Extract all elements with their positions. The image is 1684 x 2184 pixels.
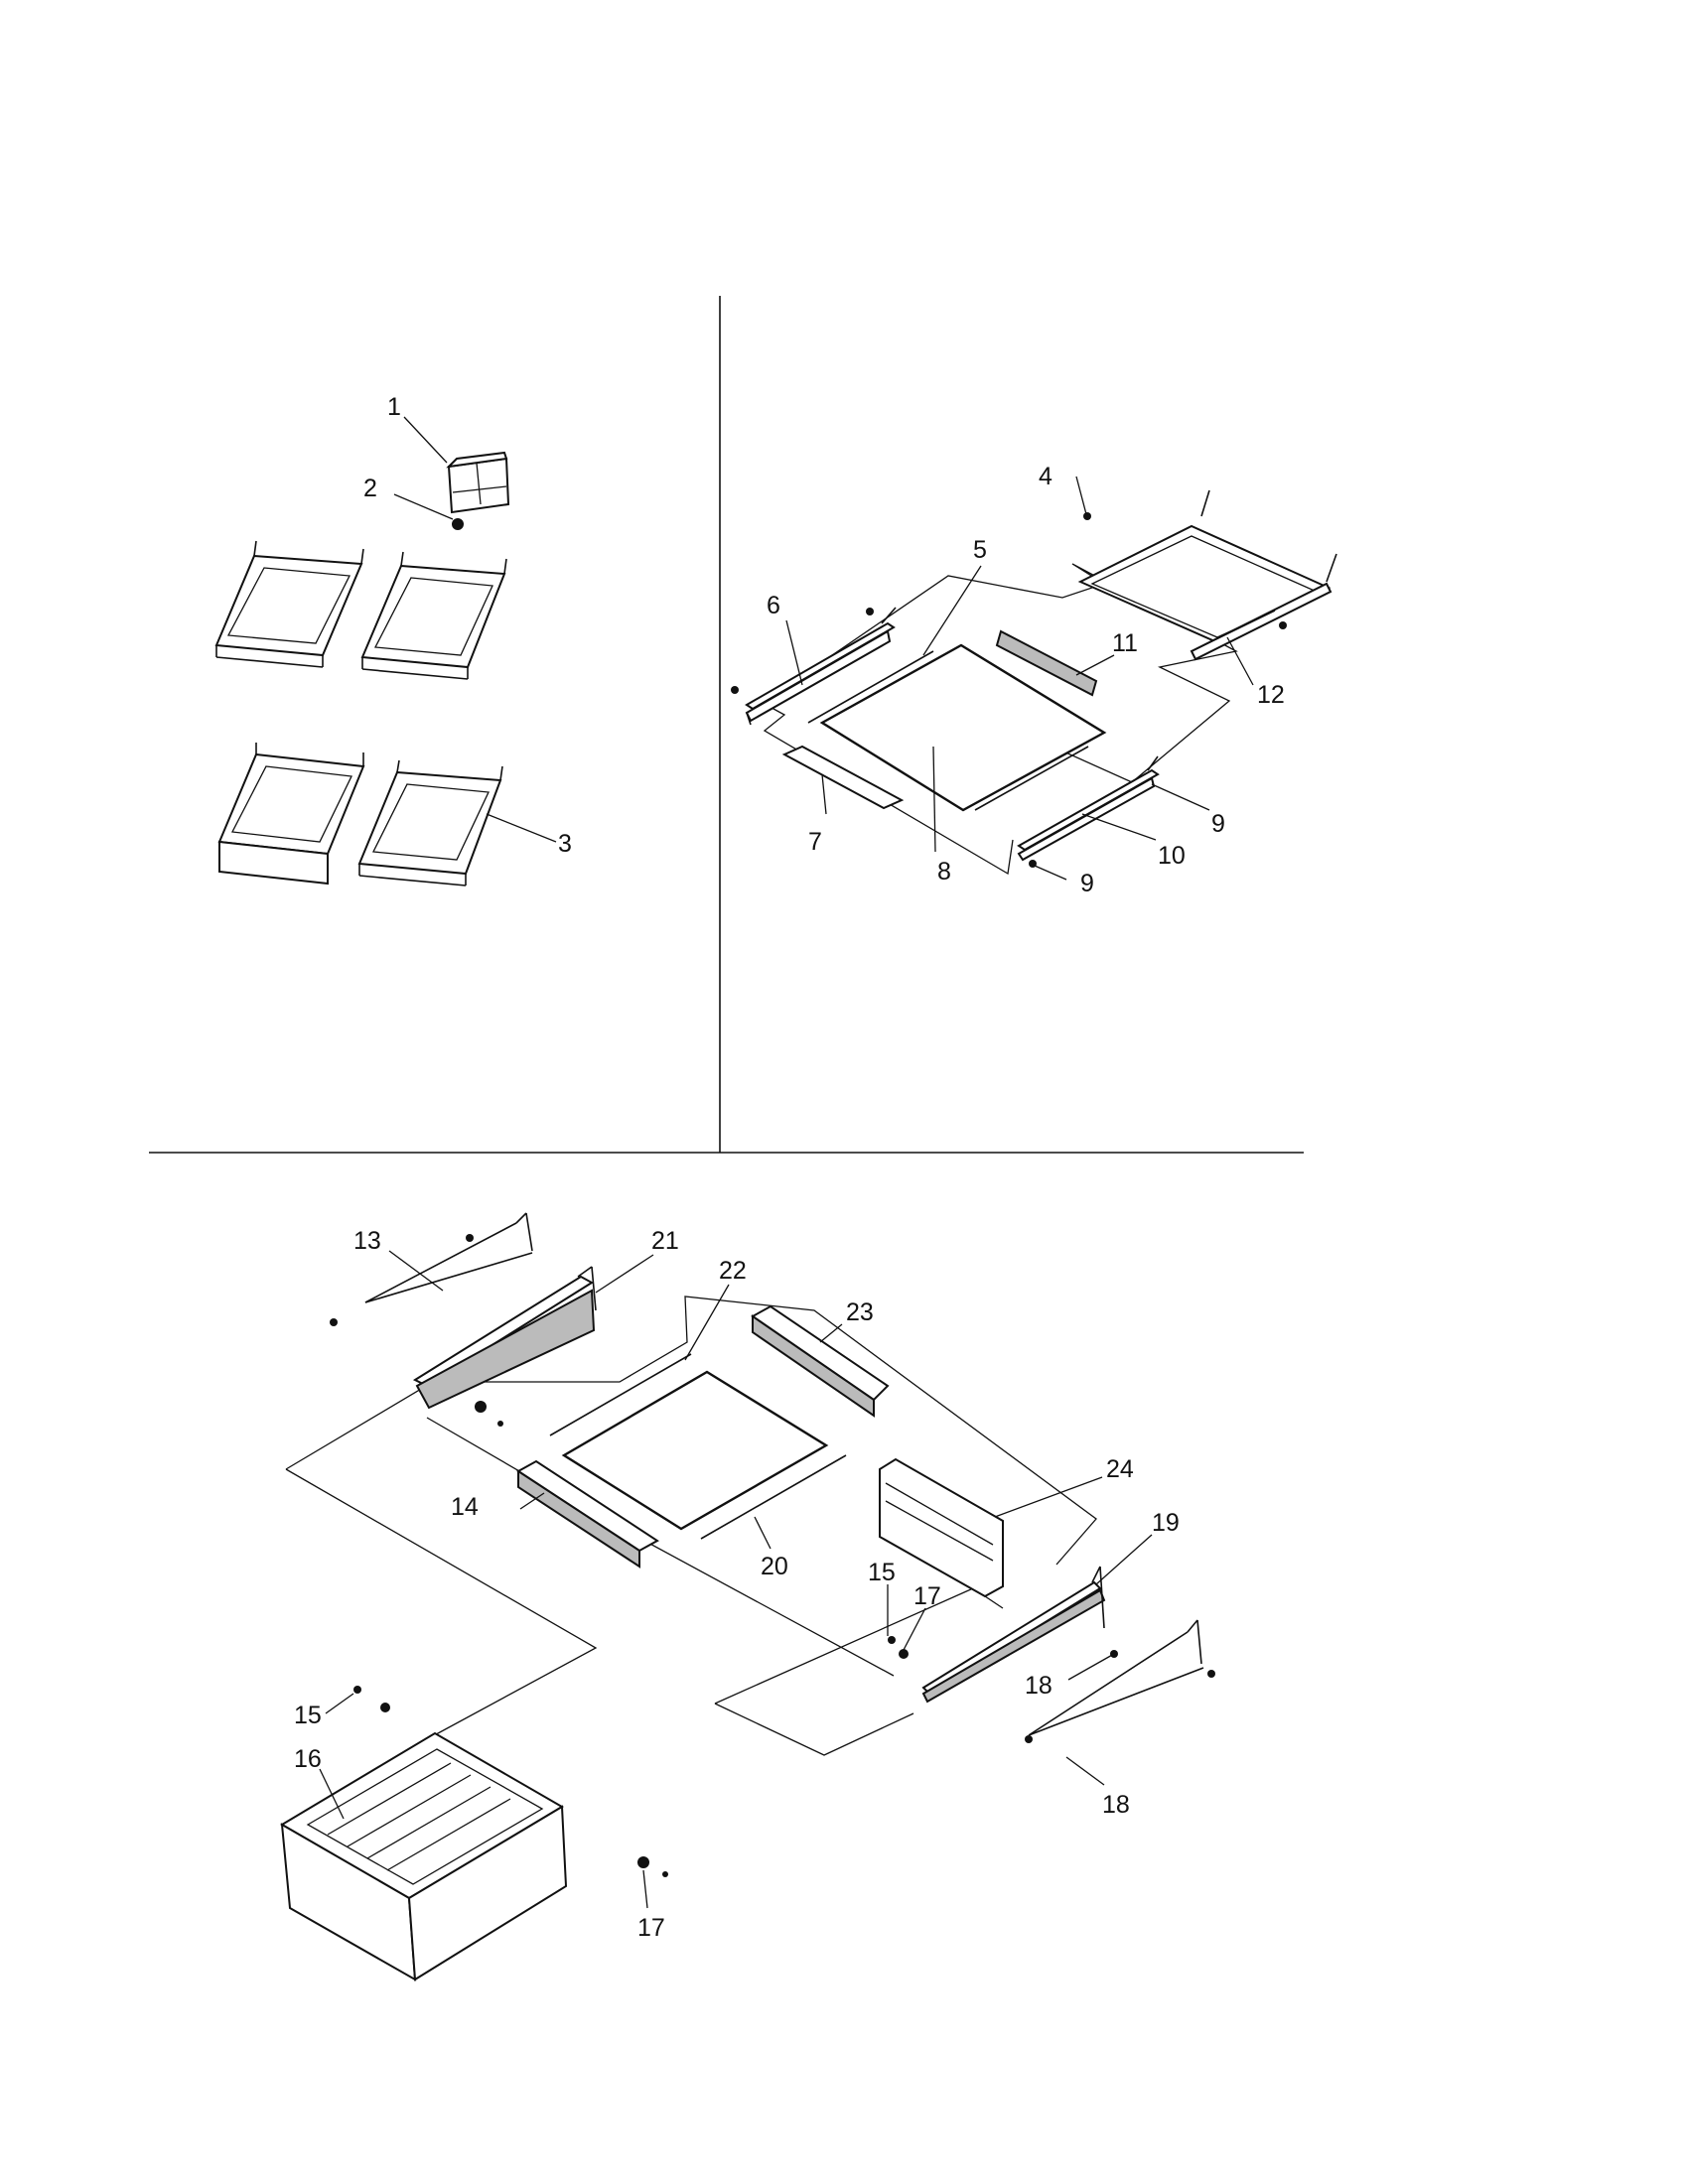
callout-4: 4 xyxy=(1039,463,1052,490)
callout-8: 8 xyxy=(937,858,951,886)
part-crisper-glass xyxy=(561,1370,829,1531)
part-16-drawer xyxy=(280,1731,568,1981)
callout-6: 6 xyxy=(767,592,780,619)
part-2-clip xyxy=(452,518,464,530)
callout-9b: 9 xyxy=(1080,870,1094,897)
part-7-trim xyxy=(781,745,905,810)
top-left-panel: 1 2 3 xyxy=(214,393,572,887)
bottom-panel: 13 21 22 23 24 19 14 20 15 17 18 18 15 1… xyxy=(280,1212,1215,1981)
callout-24: 24 xyxy=(1106,1455,1134,1483)
part-1-bin xyxy=(446,451,510,514)
part-13-rail xyxy=(364,1212,533,1303)
part-3-shelf xyxy=(357,759,503,887)
callout-13: 13 xyxy=(353,1227,381,1255)
callout-17b: 17 xyxy=(637,1914,665,1942)
part-18-rail xyxy=(1028,1619,1204,1736)
callout-23: 23 xyxy=(846,1298,874,1326)
section-dividers xyxy=(149,296,1304,1154)
callout-14: 14 xyxy=(451,1493,479,1521)
part-11-trim xyxy=(995,629,1098,697)
callout-20: 20 xyxy=(761,1553,788,1580)
callout-18a: 18 xyxy=(1025,1672,1052,1700)
part-21-bracket xyxy=(412,1266,597,1410)
part-21-screw xyxy=(475,1401,487,1413)
callout-16: 16 xyxy=(294,1745,322,1773)
shelf-tray-c xyxy=(217,743,365,886)
callout-15b: 15 xyxy=(294,1702,322,1729)
part-6-rail xyxy=(745,607,897,726)
callout-2: 2 xyxy=(363,475,377,502)
callout-21: 21 xyxy=(651,1227,679,1255)
top-right-panel: 4 5 6 11 12 9 7 10 8 9 xyxy=(731,463,1337,897)
callout-7: 7 xyxy=(808,828,822,856)
shelf-frame-a xyxy=(214,540,364,668)
callout-17a: 17 xyxy=(913,1582,941,1610)
callout-11: 11 xyxy=(1112,629,1138,657)
part-17-screw xyxy=(637,1856,649,1868)
shelf-frame-b xyxy=(360,551,507,680)
callout-3: 3 xyxy=(558,830,572,858)
callout-22: 22 xyxy=(719,1257,747,1285)
part-10-rail xyxy=(1017,755,1160,862)
part-19-bracket xyxy=(921,1566,1106,1704)
callout-19: 19 xyxy=(1152,1509,1180,1537)
callout-10: 10 xyxy=(1158,842,1186,870)
part-24-divider xyxy=(879,1457,1004,1598)
callout-18b: 18 xyxy=(1102,1791,1130,1819)
callout-15a: 15 xyxy=(868,1559,896,1586)
part-8-glass xyxy=(819,643,1107,812)
callout-12: 12 xyxy=(1257,681,1285,709)
part-20-edge xyxy=(700,1454,847,1540)
callout-5: 5 xyxy=(973,536,987,564)
callout-1: 1 xyxy=(387,393,401,421)
callout-9a: 9 xyxy=(1211,810,1225,838)
part-22-edge xyxy=(549,1353,692,1436)
